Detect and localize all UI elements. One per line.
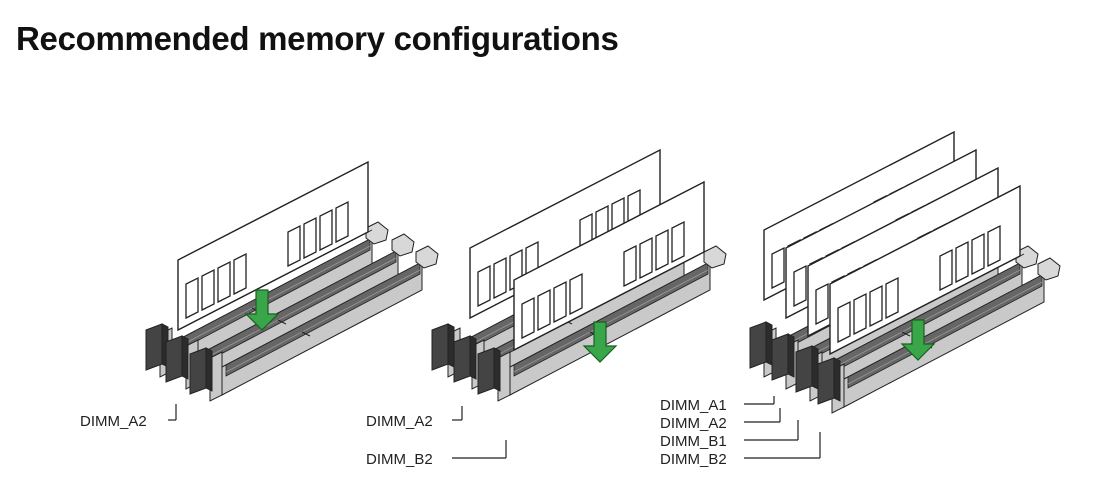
dimm-label: DIMM_A2	[80, 413, 147, 430]
config-one-module: DIMM_A2	[80, 161, 439, 430]
dimm-label: DIMM_A1	[660, 397, 727, 414]
dimm-label: DIMM_B2	[366, 451, 433, 468]
dimm-label: DIMM_A2	[366, 413, 433, 430]
page-title: Recommended memory configurations	[16, 20, 619, 57]
dimm-label: DIMM_B1	[660, 433, 727, 450]
config-four-modules: DIMM_A1 DIMM_A2 DIMM_B1 DIMM_B2	[660, 131, 1061, 468]
dimm-label: DIMM_B2	[660, 451, 727, 468]
config-two-modules: DIMM_A2 DIMM_B2	[366, 149, 727, 468]
dimm-label: DIMM_A2	[660, 415, 727, 432]
